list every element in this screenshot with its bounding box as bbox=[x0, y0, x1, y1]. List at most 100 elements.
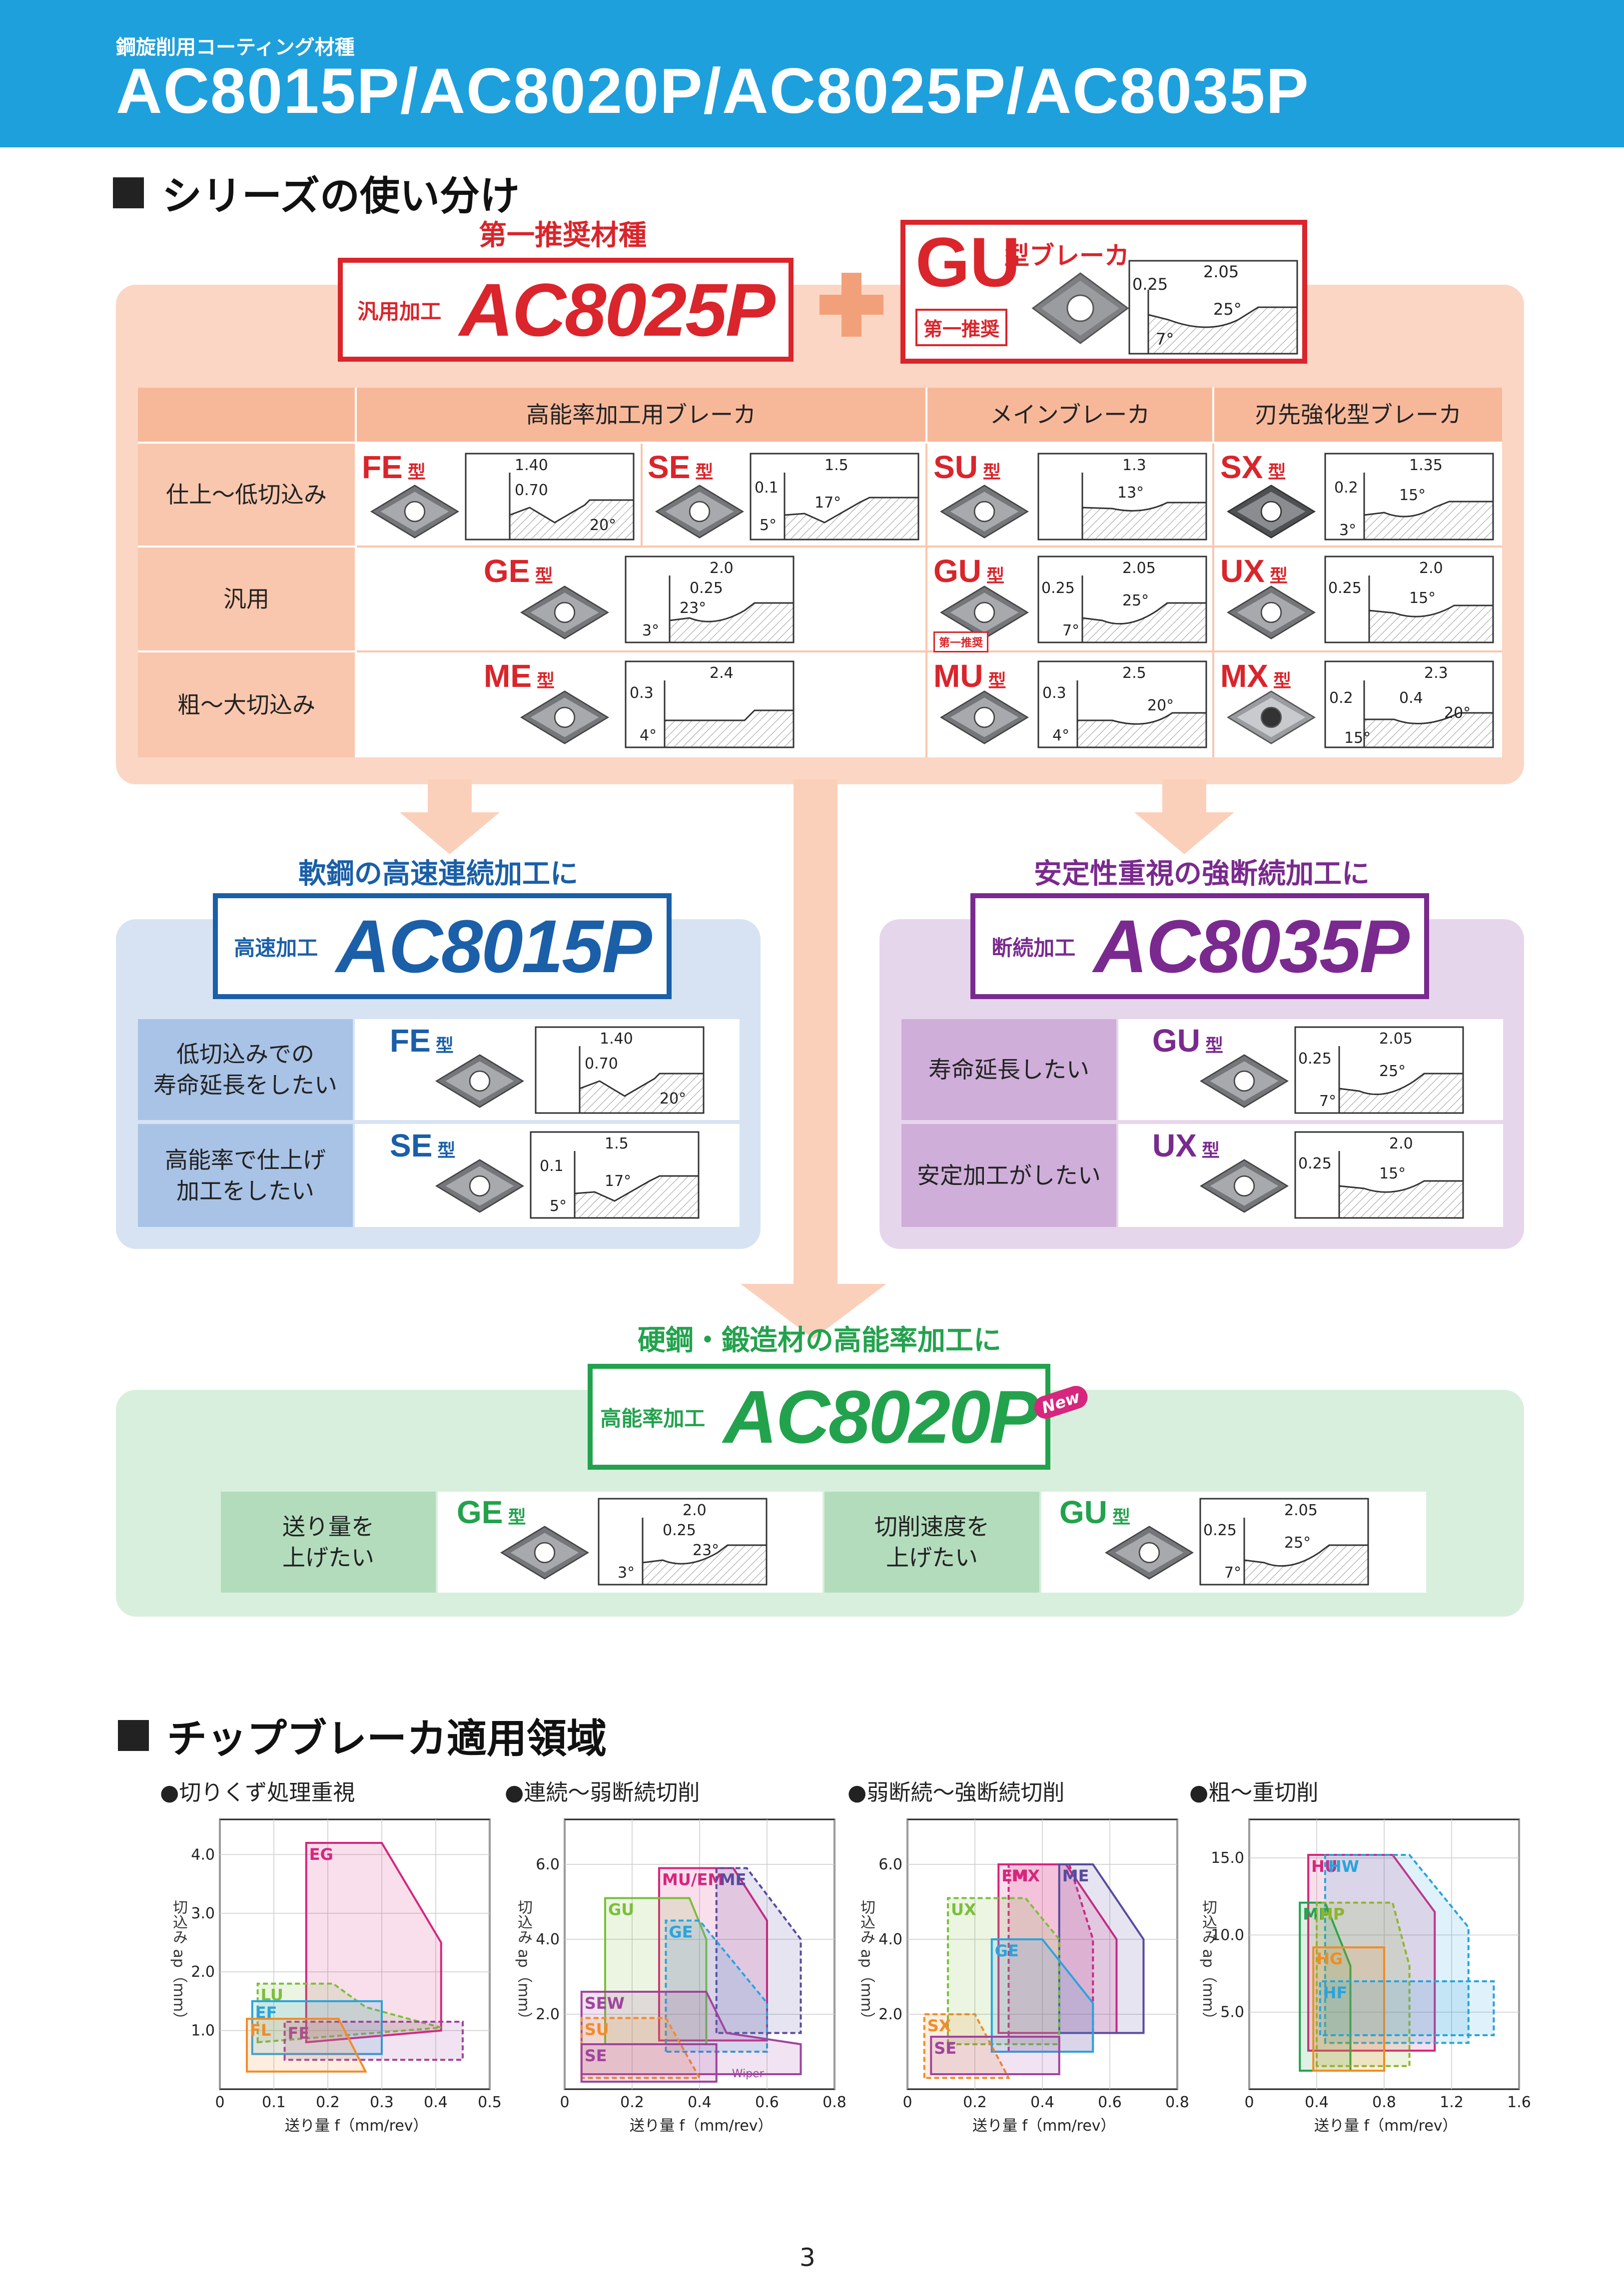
ac8020-row-speed: 切削速度を 上げたい bbox=[824, 1492, 1039, 1593]
table-row-general: 汎用 bbox=[138, 548, 355, 650]
svg-text:7°: 7° bbox=[1319, 1093, 1336, 1110]
svg-text:2.4: 2.4 bbox=[710, 664, 734, 682]
svg-text:0.4: 0.4 bbox=[1399, 689, 1423, 707]
table-header-edge: 刃先強化型ブレーカ bbox=[1214, 388, 1502, 442]
mu-insert-icon bbox=[939, 690, 1029, 744]
svg-text:5°: 5° bbox=[550, 1197, 567, 1215]
flow-arrow-right-head bbox=[1134, 812, 1234, 854]
area-se bbox=[930, 2036, 1060, 2075]
page-number: 3 bbox=[800, 2243, 815, 2272]
su-profile-diagram: 1.313° bbox=[1037, 453, 1207, 541]
gu-box-dim1: 0.25 bbox=[1132, 275, 1168, 294]
svg-text:3°: 3° bbox=[1339, 522, 1356, 539]
svg-text:15°: 15° bbox=[1344, 729, 1371, 747]
svg-text:2.5: 2.5 bbox=[1122, 664, 1146, 682]
area-label-mu-em: MU/EM bbox=[662, 1870, 724, 1889]
svg-text:7°: 7° bbox=[1224, 1564, 1241, 1582]
svg-text:1.5: 1.5 bbox=[824, 457, 848, 474]
svg-text:2.05: 2.05 bbox=[1379, 1030, 1413, 1048]
chart-title: ●弱断続～強断続切削 bbox=[847, 1780, 1065, 1805]
table-row-finishing: 仕上～低切込み bbox=[138, 444, 355, 546]
chart-x-tick-label: 0.6 bbox=[1098, 2094, 1122, 2111]
chart-y-label: 切込み ap（mm） bbox=[515, 1899, 532, 2027]
svg-text:20°: 20° bbox=[660, 1090, 686, 1108]
area-label-ux: UX bbox=[951, 1900, 976, 1919]
svg-text:2.05: 2.05 bbox=[1122, 560, 1156, 577]
svg-text:3°: 3° bbox=[642, 622, 659, 639]
chart-x-tick-label: 0.4 bbox=[1030, 2094, 1054, 2111]
ac8020-product-box: 高能率加工 AC8020P bbox=[588, 1364, 1050, 1470]
area-label-ge: GE bbox=[995, 1941, 1019, 1960]
svg-text:0.70: 0.70 bbox=[585, 1055, 618, 1073]
area-hg bbox=[1312, 1946, 1385, 2072]
chart-x-tick-label: 0.4 bbox=[688, 2094, 712, 2111]
svg-text:2.0: 2.0 bbox=[710, 560, 734, 577]
main-product-label: 汎用加工 bbox=[357, 299, 442, 324]
ac8015-product-name: AC8015P bbox=[336, 904, 652, 988]
svg-text:15°: 15° bbox=[1399, 487, 1426, 504]
svg-text:0.25: 0.25 bbox=[1203, 1522, 1237, 1539]
plus-icon-vertical bbox=[841, 273, 861, 337]
chart-y-tick-label: 6.0 bbox=[878, 1856, 902, 1873]
chart-y-tick-label: 1.0 bbox=[191, 2022, 215, 2040]
chart-y-tick-label: 4.0 bbox=[878, 1931, 902, 1948]
main-recommend-caption: 第一推奨材種 bbox=[479, 219, 647, 252]
table-header-main: メインブレーカ bbox=[927, 388, 1212, 442]
svg-text:17°: 17° bbox=[605, 1172, 631, 1190]
area-label-me: ME bbox=[1062, 1866, 1089, 1885]
svg-text:20°: 20° bbox=[590, 517, 616, 534]
svg-text:1.40: 1.40 bbox=[600, 1030, 633, 1048]
ac8020-caption: 硬鋼・鍛造材の高能率加工に bbox=[638, 1324, 1001, 1357]
area-label-eg: EG bbox=[309, 1845, 333, 1864]
svg-text:3°: 3° bbox=[618, 1564, 635, 1582]
chart-title: ●切りくず処理重視 bbox=[160, 1780, 355, 1805]
svg-text:23°: 23° bbox=[693, 1542, 719, 1559]
se-insert-icon bbox=[655, 485, 745, 539]
svg-text:17°: 17° bbox=[814, 494, 841, 512]
chart-x-tick-label: 0 bbox=[215, 2094, 224, 2111]
svg-text:4°: 4° bbox=[1052, 727, 1069, 744]
gu-insert-icon bbox=[1031, 272, 1129, 344]
svg-text:25°: 25° bbox=[1284, 1534, 1311, 1552]
svg-text:4°: 4° bbox=[640, 727, 657, 744]
chart-x-tick-label: 0 bbox=[902, 2094, 912, 2111]
area-label-se: SE bbox=[934, 2039, 956, 2058]
svg-text:0.2: 0.2 bbox=[1329, 689, 1353, 707]
table-vline bbox=[641, 444, 643, 546]
gu-box-ang2: 7° bbox=[1156, 330, 1174, 349]
svg-text:0.1: 0.1 bbox=[755, 479, 779, 497]
ac8015-product-box: 高速加工 AC8015P bbox=[213, 893, 672, 999]
su-insert-icon bbox=[939, 485, 1029, 539]
gu-table-badge: 第一推奨 bbox=[933, 631, 989, 652]
svg-text:2.0: 2.0 bbox=[1389, 1135, 1413, 1152]
table-hline bbox=[357, 546, 1502, 548]
mx-insert-icon bbox=[1226, 690, 1316, 744]
table-vline bbox=[1212, 444, 1214, 757]
svg-text:0.1: 0.1 bbox=[540, 1157, 564, 1175]
svg-text:0.25: 0.25 bbox=[1298, 1050, 1332, 1068]
area-fl bbox=[246, 2018, 367, 2073]
chart-y-tick-label: 4.0 bbox=[536, 1931, 560, 1948]
gu-box-badge: 第一推奨 bbox=[915, 309, 1008, 346]
ac8035-row-stable: 安定加工がしたい bbox=[901, 1124, 1116, 1227]
svg-text:7°: 7° bbox=[1062, 622, 1079, 639]
ac8035-ux-insert-icon bbox=[1199, 1159, 1289, 1213]
section-title-series: シリーズの使い分け bbox=[113, 164, 520, 222]
chart-x-tick-label: 0.6 bbox=[755, 2094, 779, 2111]
chart-y-tick-label: 3.0 bbox=[191, 1905, 215, 1922]
svg-text:25°: 25° bbox=[1379, 1063, 1406, 1080]
area-eg bbox=[305, 1841, 442, 2044]
chart-x-tick-label: 0.8 bbox=[822, 2094, 846, 2111]
